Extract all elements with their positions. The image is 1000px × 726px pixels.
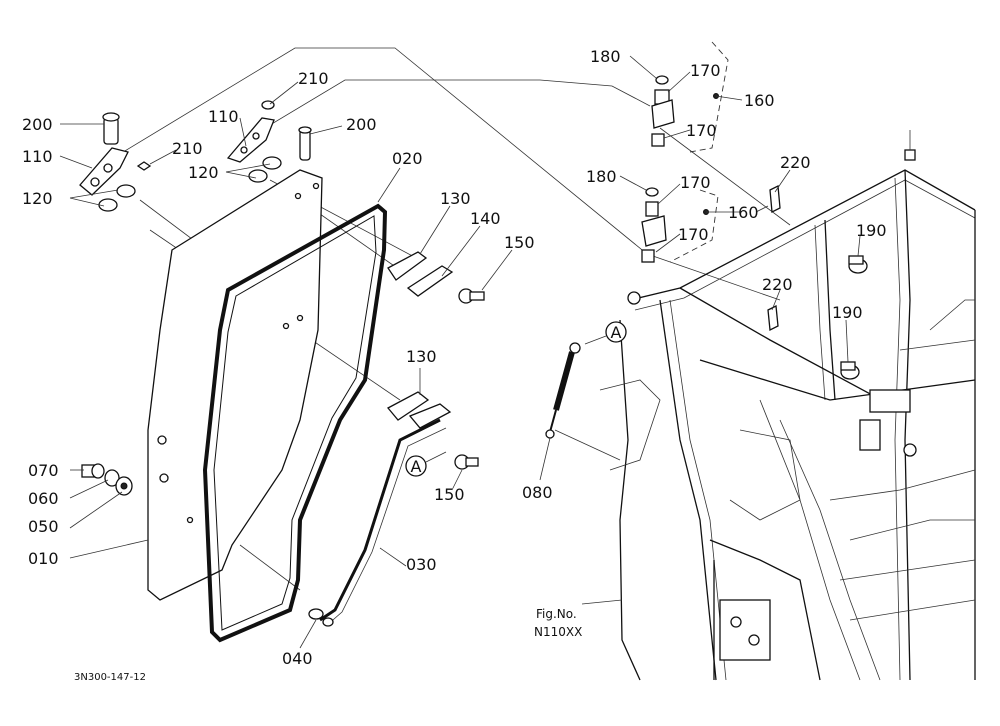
door-handle [319, 418, 447, 627]
lower-stay-hinge [641, 187, 719, 263]
label-200-center: 200 [346, 115, 377, 134]
label-110-left: 110 [22, 147, 53, 166]
label-130-upper: 130 [440, 189, 471, 208]
left-hinge-assembly [79, 112, 152, 212]
bolt-stack-050-060-070 [81, 463, 133, 496]
upper-stay-hinge [651, 41, 729, 153]
door-glass-panel [147, 169, 323, 601]
label-160-upper: 160 [744, 91, 775, 110]
figure-reference: Fig.No. N110XX [534, 607, 582, 639]
label-080: 080 [522, 483, 553, 502]
label-220-upper: 220 [780, 153, 811, 172]
label-170-b: 170 [686, 121, 717, 140]
label-150-upper: 150 [504, 233, 535, 252]
figure-ref-line2: N110XX [534, 625, 582, 639]
label-190-lower: 190 [832, 303, 863, 322]
label-200-left: 200 [22, 115, 53, 134]
cab-frame [599, 130, 976, 681]
label-050: 050 [28, 517, 59, 536]
drawing-code: 3N300-147-12 [74, 672, 146, 683]
label-190-upper: 190 [856, 221, 887, 240]
callout-a-lower: A [405, 451, 447, 477]
label-060: 060 [28, 489, 59, 508]
label-160-lower: 160 [728, 203, 759, 222]
label-010: 010 [28, 549, 59, 568]
label-120-center: 120 [188, 163, 219, 182]
figure-ref-line1: Fig.No. [536, 607, 577, 621]
label-070: 070 [28, 461, 59, 480]
label-040: 040 [282, 649, 313, 668]
label-leaders [59, 55, 861, 649]
label-170-d: 170 [678, 225, 709, 244]
label-020: 020 [392, 149, 423, 168]
label-140: 140 [470, 209, 501, 228]
callout-a-lower-letter: A [411, 457, 422, 476]
label-120-left: 120 [22, 189, 53, 208]
label-030: 030 [406, 555, 437, 574]
label-180-lower: 180 [586, 167, 617, 186]
label-210-left: 210 [172, 139, 203, 158]
label-110-center: 110 [208, 107, 239, 126]
label-130-lower: 130 [406, 347, 437, 366]
label-220-lower: 220 [762, 275, 793, 294]
part-040-washer [308, 608, 334, 627]
part-labels: 200 110 120 210 110 120 210 200 020 130 … [22, 47, 887, 668]
callout-a-upper: A [584, 321, 627, 345]
lower-latch-assembly [386, 391, 479, 470]
label-150-lower: 150 [434, 485, 465, 504]
door-seal [202, 203, 388, 643]
center-hinge-assembly [226, 100, 312, 183]
label-170-a: 170 [690, 61, 721, 80]
gas-strut [545, 342, 581, 439]
label-180-upper: 180 [590, 47, 621, 66]
upper-latch-assembly [387, 251, 485, 304]
callout-a-upper-letter: A [611, 323, 622, 342]
label-210-center: 210 [298, 69, 329, 88]
label-170-c: 170 [680, 173, 711, 192]
